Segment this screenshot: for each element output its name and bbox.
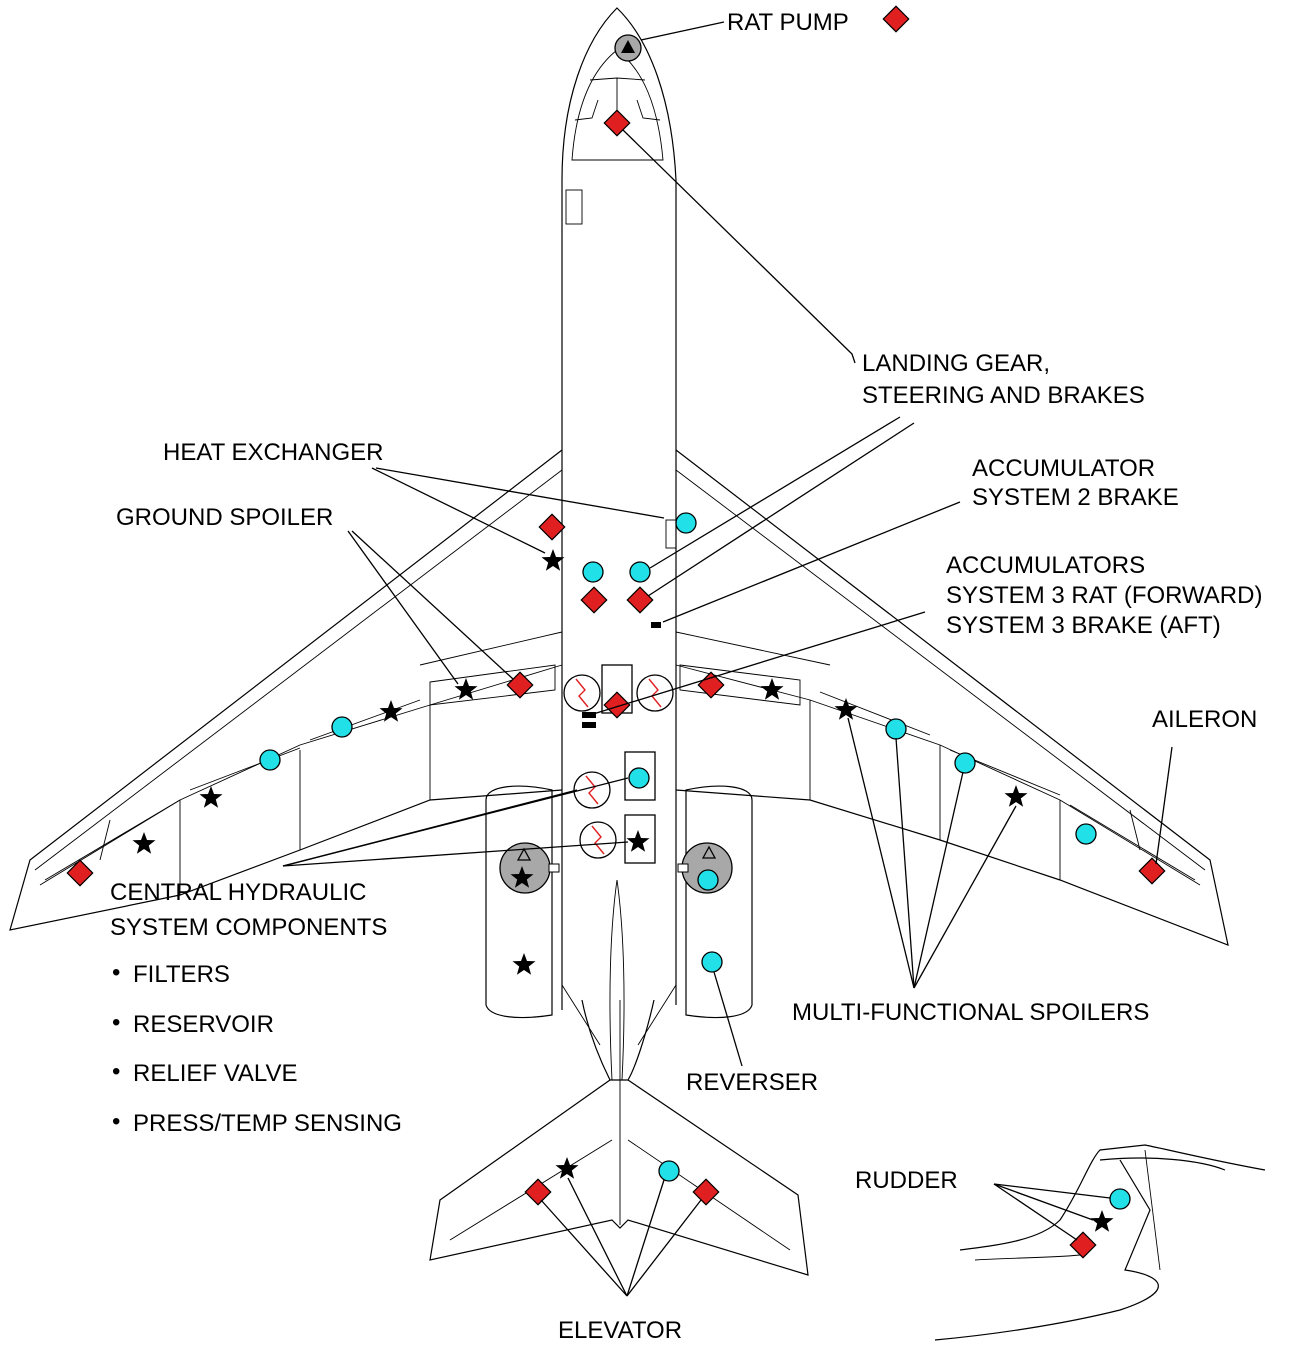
left-engine-nacelle	[485, 785, 553, 1019]
tail-fuselage	[561, 879, 677, 1081]
label-reservoir: RESERVOIR	[133, 1011, 274, 1038]
vertical-tail-detail	[934, 1144, 1266, 1341]
label-relief-valve: RELIEF VALVE	[133, 1060, 298, 1087]
bullet-icon: •	[112, 1009, 120, 1036]
label-accumulators: ACCUMULATORS	[946, 552, 1145, 579]
right-wing	[675, 449, 1229, 946]
right-engine-nacelle	[685, 785, 753, 1019]
label-press-temp: PRESS/TEMP SENSING	[133, 1110, 402, 1137]
center-valves	[563, 622, 674, 864]
label-reverser: REVERSER	[686, 1069, 818, 1096]
engine-pumps	[499, 842, 733, 894]
label-central-hydraulic: CENTRAL HYDRAULIC	[110, 879, 367, 906]
label-landing-gear: LANDING GEAR,	[862, 350, 1050, 377]
label-multi-spoilers: MULTI-FUNCTIONAL SPOILERS	[792, 999, 1149, 1026]
bullet-icon: •	[112, 1058, 120, 1085]
leader-lines	[282, 21, 1173, 1297]
rat-pump-symbol	[614, 34, 642, 62]
label-accumulators-2: SYSTEM 3 RAT (FORWARD)	[946, 582, 1262, 609]
left-wing	[9, 449, 563, 931]
bullet-icon: •	[112, 959, 120, 986]
horizontal-stabilizer	[429, 1000, 809, 1276]
label-accumulator-2: SYSTEM 2 BRAKE	[972, 484, 1179, 511]
label-filters: FILTERS	[133, 961, 230, 988]
bullet-icon: •	[112, 1108, 120, 1135]
fuselage	[561, 7, 677, 1010]
label-central-hydraulic-2: SYSTEM COMPONENTS	[110, 914, 387, 941]
label-heat-exchanger: HEAT EXCHANGER	[163, 439, 384, 466]
label-rudder: RUDDER	[855, 1167, 958, 1194]
label-rat-pump: RAT PUMP	[727, 9, 849, 36]
label-accumulators-3: SYSTEM 3 BRAKE (AFT)	[946, 612, 1221, 639]
label-landing-gear-2: STEERING AND BRAKES	[862, 382, 1145, 409]
label-elevator: ELEVATOR	[558, 1317, 682, 1344]
label-ground-spoiler: GROUND SPOILER	[116, 504, 333, 531]
label-aileron: AILERON	[1152, 706, 1257, 733]
label-accumulator: ACCUMULATOR	[972, 455, 1155, 482]
